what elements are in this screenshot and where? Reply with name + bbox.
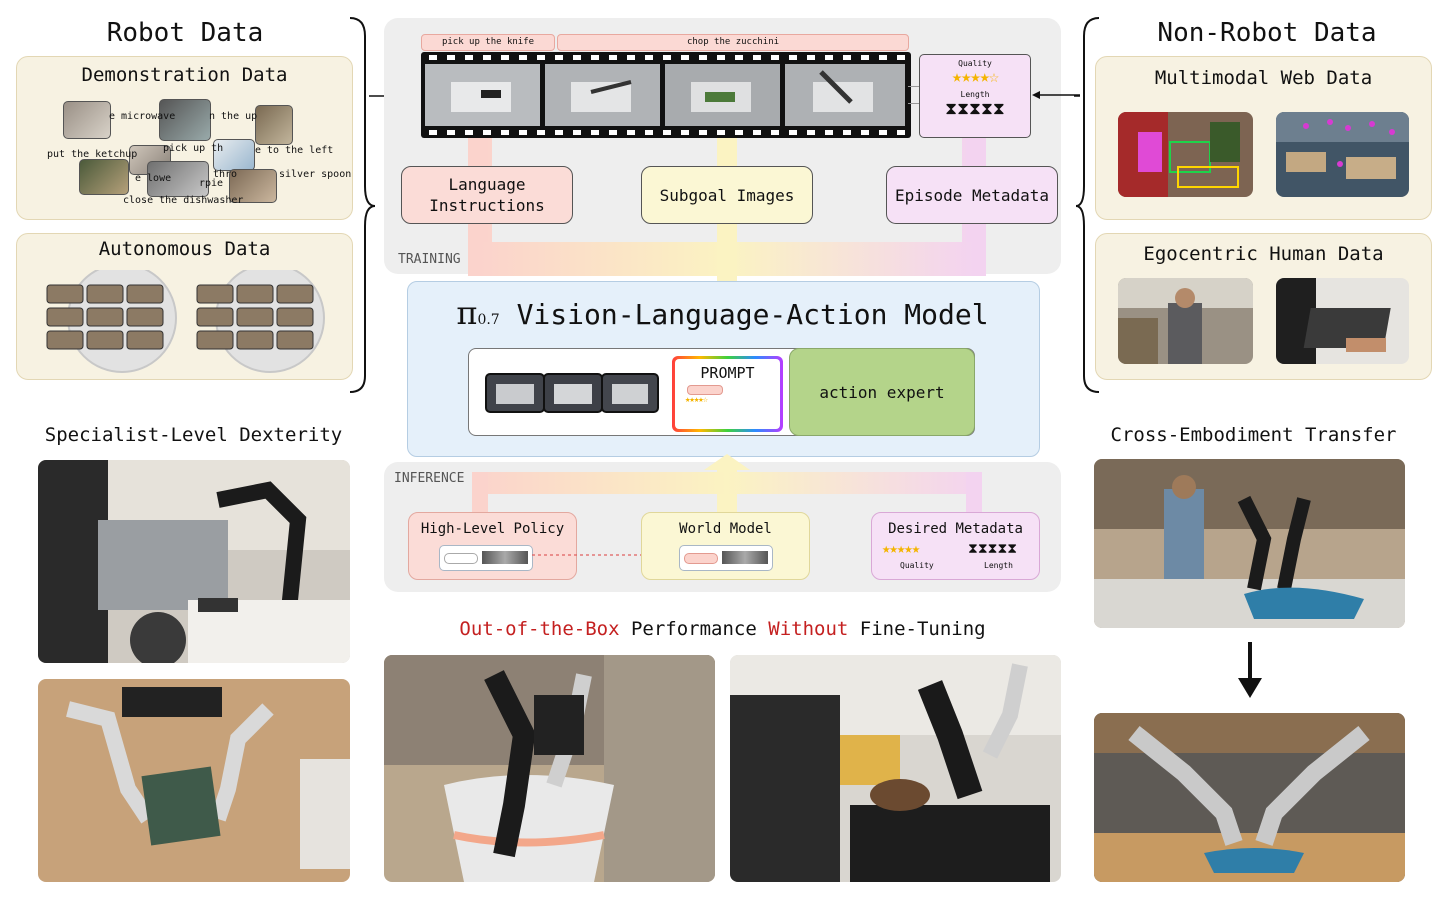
dexterity-photo-espresso	[38, 460, 350, 663]
desired-quality-stars: ★★★★★	[882, 541, 920, 557]
high-level-policy-output	[439, 545, 533, 571]
cross-down-arrow	[1238, 642, 1262, 698]
oob-photo-airfryer	[730, 655, 1061, 882]
non-robot-data-title: Non-Robot Data	[1157, 18, 1377, 48]
cross-embodiment-caption: Cross-Embodiment Transfer	[1110, 424, 1397, 446]
ego-photo-hands	[1276, 278, 1409, 364]
desired-length-icons: ⧗⧗⧗⧗⧗	[968, 541, 1018, 557]
dexterity-photo-cloth	[38, 679, 350, 882]
autonomous-loops	[46, 270, 325, 373]
demo-image	[229, 169, 277, 203]
high-level-policy-box: High-Level Policy	[408, 512, 577, 580]
desired-length-label: Length	[984, 561, 1013, 570]
oob-caption-part4: Fine-Tuning	[848, 618, 986, 640]
egocentric-human-data-panel: Egocentric Human Data	[1095, 233, 1432, 380]
demo-image	[255, 105, 293, 145]
language-tag: chop the zucchini	[557, 34, 909, 51]
episode-metadata-box: Episode Metadata	[886, 166, 1058, 224]
oob-caption-part1: Out-of-the-Box	[459, 618, 620, 640]
vla-model-title: π0.7 Vision-Language-Action Model	[407, 294, 1038, 332]
demo-phrase: e lowe	[135, 173, 172, 184]
oob-caption-part2: Performance	[619, 618, 769, 640]
demo-image	[147, 161, 209, 197]
autonomous-data-title: Autonomous Data	[98, 238, 271, 260]
film-to-metadata-connector	[908, 86, 920, 104]
web-photo-points	[1276, 112, 1409, 197]
training-label: TRAINING	[398, 252, 461, 267]
demo-phrase: pick up th	[163, 143, 224, 154]
subgoal-images-box: Subgoal Images	[641, 166, 813, 224]
robot-data-title: Robot Data	[106, 18, 264, 48]
demonstration-data-panel: Demonstration Data e microwave n the up …	[16, 56, 353, 220]
demo-image	[159, 99, 211, 141]
right-bracket	[1074, 17, 1100, 393]
demo-phrase: n the up	[209, 111, 258, 122]
desired-quality-label: Quality	[900, 561, 934, 570]
demo-image	[79, 159, 129, 195]
prompt-quality-stars: ★★★★☆	[685, 395, 708, 405]
demonstration-data-title: Demonstration Data	[81, 64, 288, 86]
episode-metadata-card: Quality ★★★★☆ Length ⧗⧗⧗⧗⧗	[919, 54, 1031, 138]
demo-image	[63, 101, 111, 139]
world-model-box: World Model	[641, 512, 810, 580]
inference-label: INFERENCE	[394, 471, 465, 486]
demo-image	[213, 139, 255, 171]
quality-label: Quality	[958, 59, 992, 68]
length-icons: ⧗⧗⧗⧗⧗	[945, 99, 1005, 119]
demo-phrase: e microwave	[109, 111, 176, 122]
desired-metadata-box: Desired Metadata ★★★★★ ⧗⧗⧗⧗⧗ Quality Len…	[871, 512, 1040, 580]
multimodal-web-data-title: Multimodal Web Data	[1154, 67, 1373, 89]
prompt-label: PROMPT	[700, 364, 755, 382]
world-model-output	[679, 545, 773, 571]
demo-phrase: put the ketchup	[47, 149, 138, 160]
multimodal-web-data-panel: Multimodal Web Data	[1095, 56, 1432, 220]
dexterity-caption: Specialist-Level Dexterity	[44, 424, 343, 446]
action-expert-box: action expert	[789, 348, 975, 436]
inference-flow-lines	[472, 454, 982, 516]
language-instructions-box: Language Instructions	[401, 166, 573, 224]
ego-photo-person	[1118, 278, 1253, 364]
autonomous-data-panel: Autonomous Data	[16, 233, 353, 380]
demo-phrase: silver spoon	[279, 169, 352, 180]
desired-metadata-label: Desired Metadata	[888, 521, 1023, 537]
film-strip	[421, 52, 911, 138]
training-flow-lines	[468, 126, 986, 288]
pi-symbol: π	[456, 294, 478, 332]
cross-photo-robot	[1094, 713, 1405, 882]
egocentric-human-data-title: Egocentric Human Data	[1143, 243, 1384, 265]
cross-photo-human	[1094, 459, 1405, 628]
quality-stars: ★★★★☆	[951, 67, 999, 87]
demo-phrase: rpie	[199, 178, 224, 189]
world-model-label: World Model	[679, 521, 772, 537]
demo-phrase: close the dishwasher	[123, 195, 244, 206]
web-photo-detection	[1118, 112, 1253, 197]
language-tag: pick up the knife	[421, 34, 555, 51]
oob-caption-part3: Without	[768, 618, 849, 640]
arrow-into-metadata	[1032, 91, 1080, 99]
demo-phrase: thro	[213, 169, 238, 180]
model-name: Vision-Language-Action Model	[516, 298, 989, 331]
pi-subscript: 0.7	[477, 312, 500, 328]
prompt-box: PROMPT ★★★★☆	[672, 356, 783, 432]
demo-phrase: e to the left	[255, 145, 334, 156]
prompt-language-pill	[687, 385, 723, 395]
observation-frames	[485, 373, 659, 413]
oob-caption: Out-of-the-Box Performance Without Fine-…	[384, 618, 1061, 640]
oob-photo-trash	[384, 655, 715, 882]
high-level-policy-label: High-Level Policy	[420, 521, 565, 537]
length-label: Length	[960, 90, 990, 99]
